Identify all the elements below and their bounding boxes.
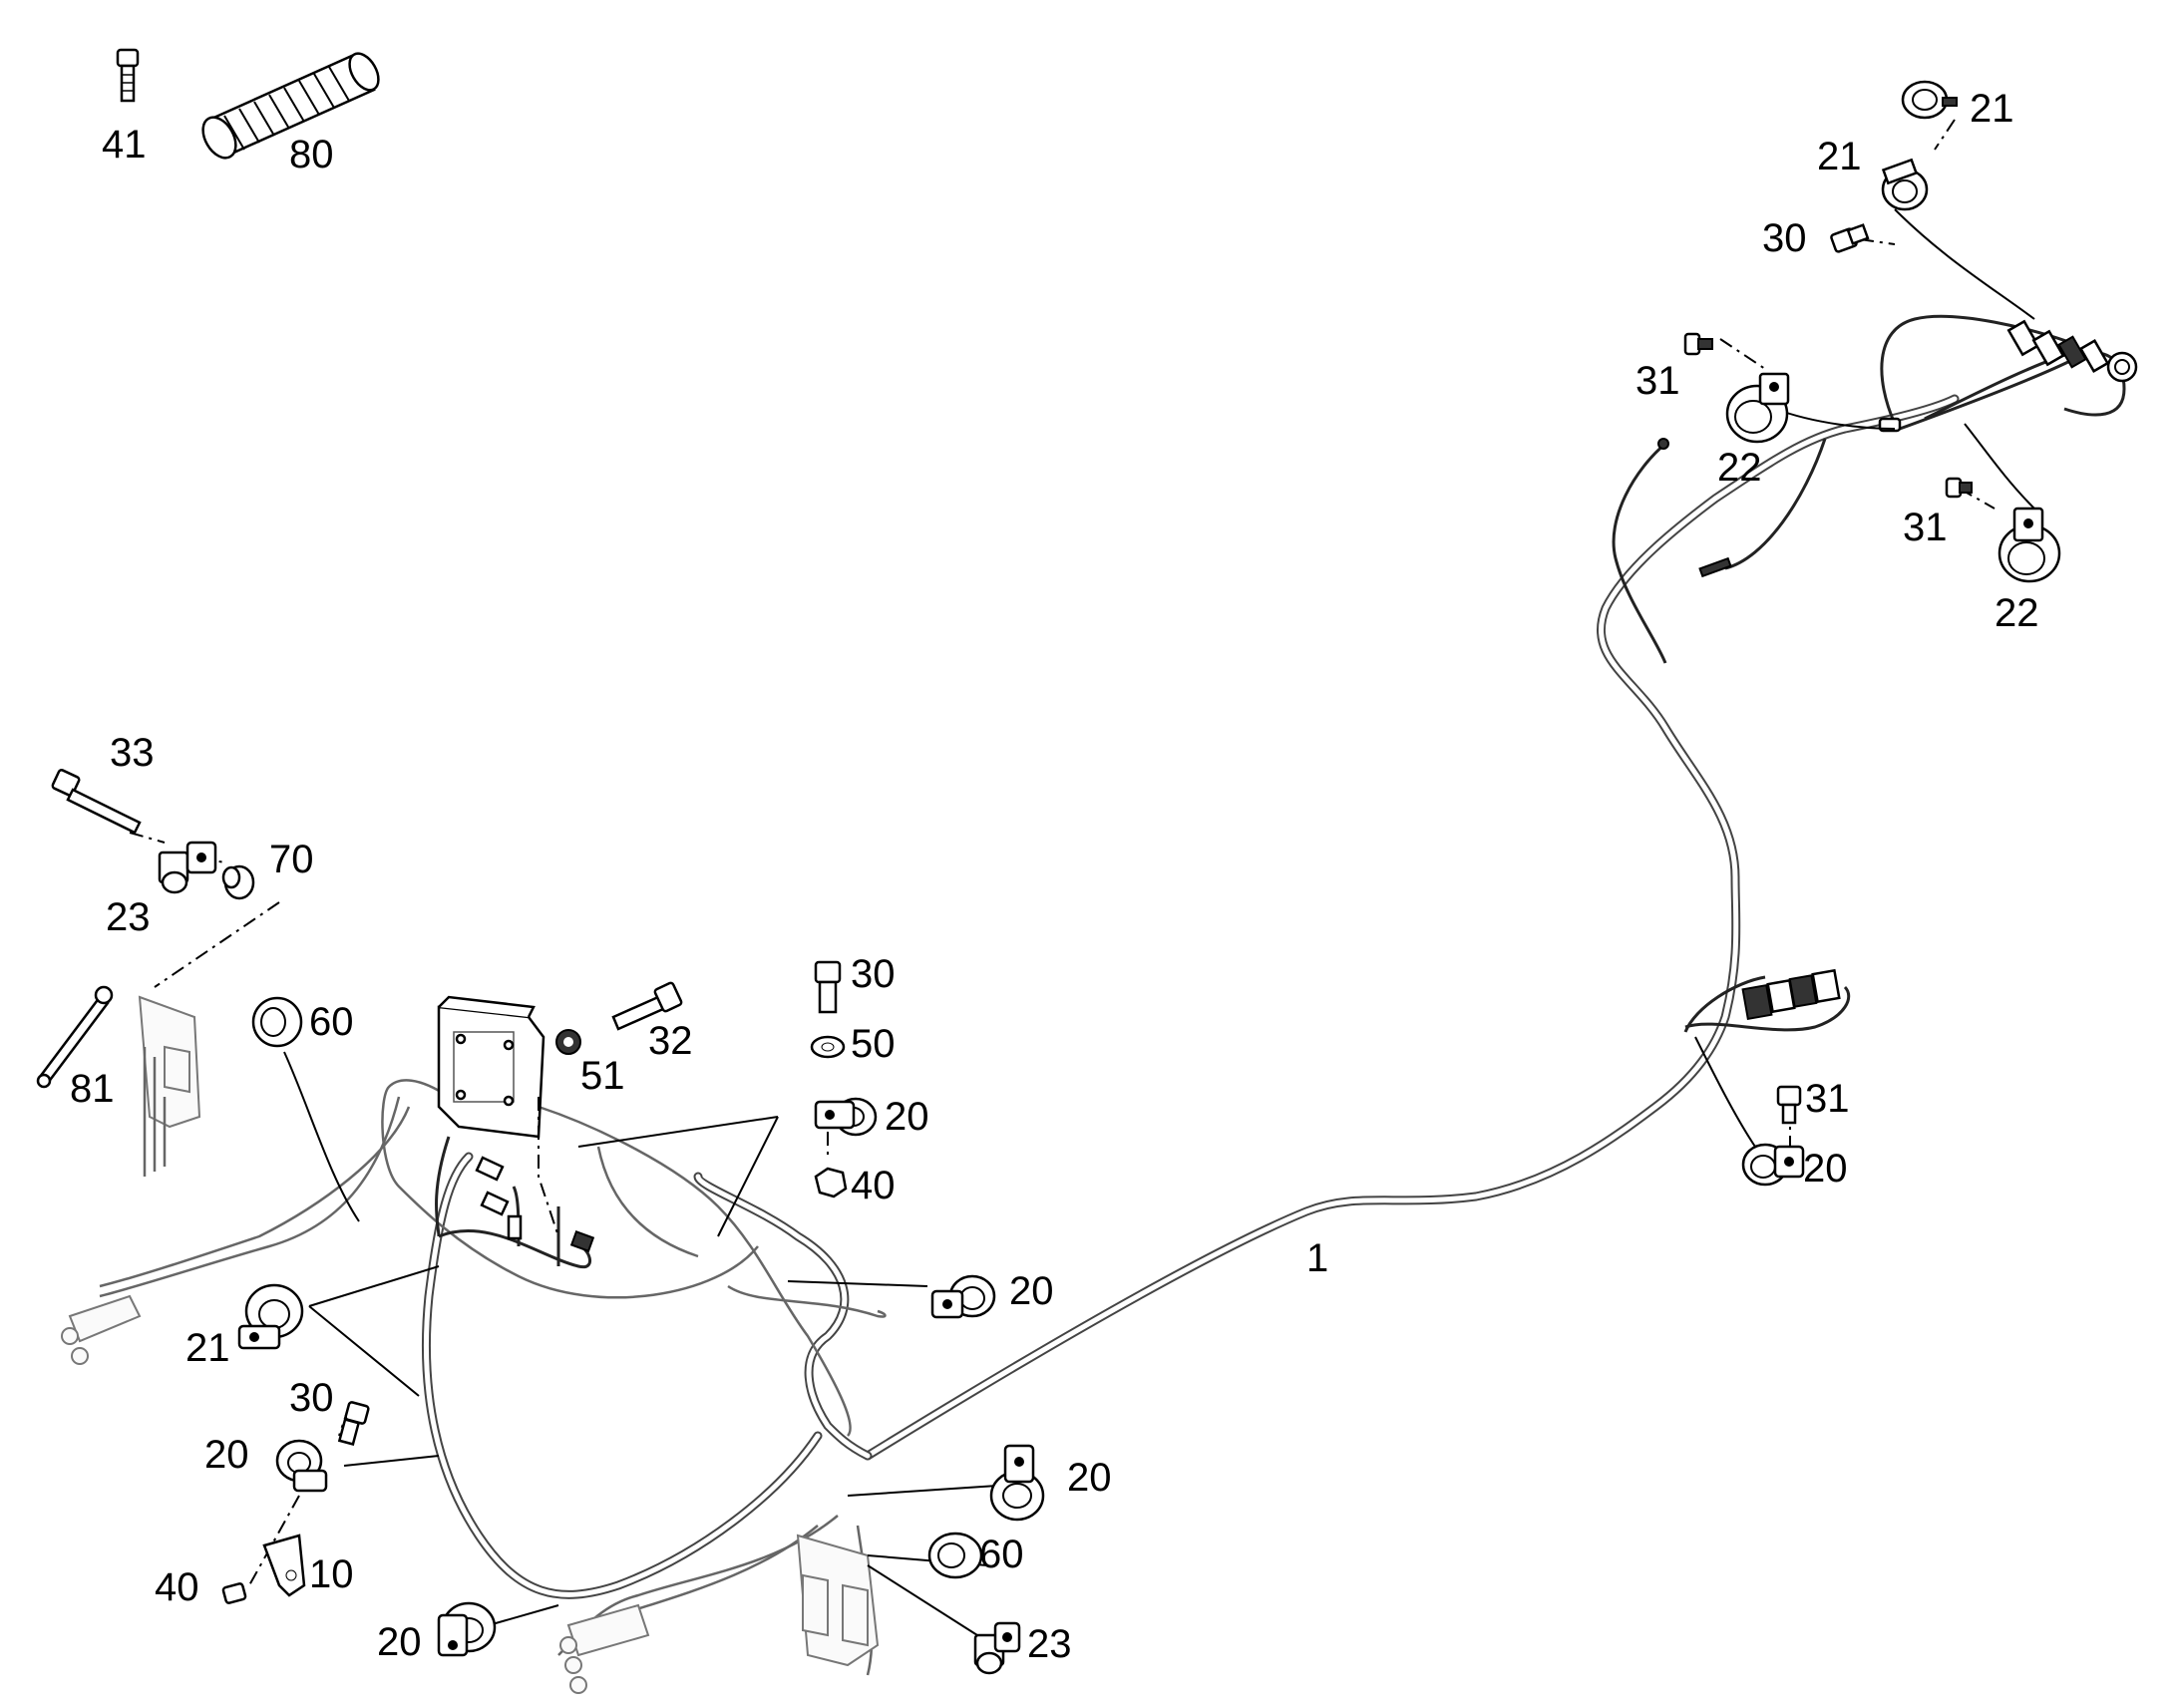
screw-30-left	[337, 1401, 370, 1446]
clamp-20-left	[275, 1439, 328, 1493]
screw-31-top	[1683, 332, 1713, 356]
clamp-22-right	[1998, 507, 2061, 583]
clamp-23-right	[973, 1621, 1021, 1675]
part-label-60: 60	[979, 1533, 1024, 1576]
clamp-20-bottom	[437, 1601, 497, 1657]
part-label-31: 31	[1635, 359, 1680, 403]
part-label-21: 21	[1970, 87, 2014, 131]
part-label-60: 60	[309, 1000, 354, 1044]
part-label-51: 51	[580, 1054, 625, 1098]
part-label-81: 81	[70, 1067, 115, 1111]
grommet-60-left	[251, 996, 303, 1048]
bolt-33	[51, 769, 142, 835]
part-label-40: 40	[851, 1164, 896, 1207]
leader-lines	[129, 119, 2035, 1636]
part-label-23: 23	[106, 895, 151, 939]
lower-middle-plug	[559, 1603, 650, 1694]
washer-51	[555, 1029, 581, 1055]
box-connectors	[475, 1156, 595, 1252]
part-label-22: 22	[1995, 591, 2039, 635]
bolt-41	[116, 48, 140, 103]
screw-30-stack	[814, 960, 842, 1014]
part-label-31: 31	[1805, 1077, 1850, 1121]
clamp-22-top	[1725, 372, 1790, 444]
washer-50	[810, 1035, 846, 1059]
part-label-70: 70	[269, 838, 314, 881]
part-label-50: 50	[851, 1022, 896, 1066]
part-label-32: 32	[648, 1019, 693, 1063]
part-label-22: 22	[1717, 446, 1762, 490]
clamp-23-left	[158, 841, 217, 894]
part-label-21: 21	[1817, 135, 1862, 178]
clamp-21-left	[237, 1283, 304, 1350]
nut-40-left	[221, 1582, 247, 1604]
part-labels: 41 80 21 21 30 31 22 31 22 33 70 23 60 8…	[70, 87, 2039, 1666]
upper-connector-cluster	[2006, 319, 2138, 383]
right-bracket	[796, 1534, 880, 1667]
left-bracket	[138, 995, 201, 1177]
part-label-31: 31	[1903, 506, 1948, 549]
mid-connector-block	[1683, 968, 1851, 1148]
part-label-21: 21	[185, 1326, 230, 1370]
bolt-32	[611, 981, 683, 1031]
clamp-20-mid	[930, 1274, 996, 1319]
clamp-21-second	[1881, 158, 1929, 211]
bracket-10	[262, 1534, 306, 1597]
clamp-20-stack	[814, 1097, 878, 1137]
part-label-33: 33	[110, 731, 155, 775]
part-label-30: 30	[1762, 216, 1807, 260]
clamp-20-lower	[989, 1444, 1045, 1522]
part-label-41: 41	[102, 123, 147, 167]
part-label-20: 20	[377, 1620, 422, 1664]
control-module-box	[437, 995, 545, 1139]
nut-40-stack	[814, 1167, 848, 1198]
part-label-1: 1	[1306, 1236, 1328, 1280]
part-label-20: 20	[1009, 1269, 1054, 1313]
part-label-20: 20	[204, 1433, 249, 1477]
part-label-30: 30	[289, 1376, 334, 1420]
part-label-23: 23	[1027, 1622, 1072, 1666]
cable-tie-81	[36, 985, 114, 1089]
part-label-20: 20	[1067, 1456, 1112, 1500]
part-label-30: 30	[851, 952, 896, 996]
part-label-80: 80	[289, 133, 334, 176]
main-cable	[863, 394, 1960, 1461]
upper-right-harness	[1612, 314, 2138, 664]
grommet-60-right	[927, 1532, 983, 1579]
clamp-20-right	[1741, 1143, 1805, 1187]
part-label-20: 20	[885, 1095, 929, 1139]
lower-left-plug	[61, 1294, 142, 1365]
part-label-40: 40	[155, 1565, 199, 1609]
corrugated-tube-80	[201, 52, 380, 160]
screw-30-top	[1830, 223, 1870, 253]
clamp-21-top	[1901, 80, 1958, 120]
part-label-20: 20	[1803, 1147, 1848, 1191]
screw-31-right	[1945, 477, 1973, 499]
spacer-70	[221, 864, 255, 900]
part-label-10: 10	[309, 1552, 354, 1596]
screw-31-mid	[1776, 1085, 1802, 1125]
